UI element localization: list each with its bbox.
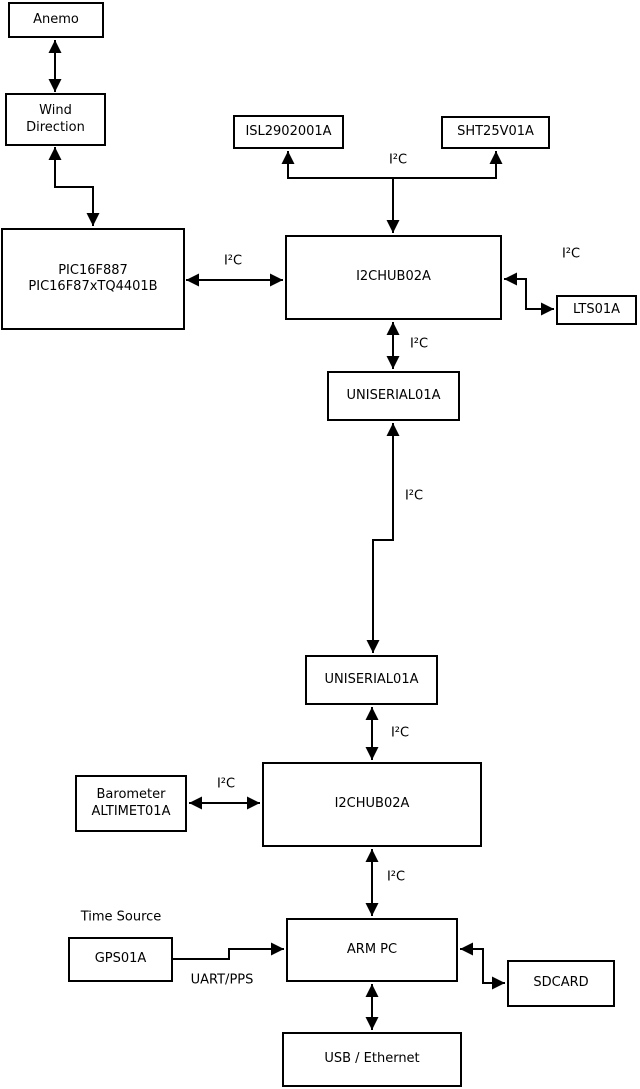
node-uniserial01a-2: UNISERIAL01A <box>305 655 438 705</box>
node-sdcard: SDCARD <box>507 960 615 1007</box>
node-i2chub02a-2: I2CHUB02A <box>262 762 482 847</box>
label-i2c-uniserial2-hub2: I²C <box>390 725 410 741</box>
label-uart-pps: UART/PPS <box>190 972 254 988</box>
node-arm-pc: ARM PC <box>286 918 458 982</box>
label-i2c-uniserial-link: I²C <box>404 488 424 504</box>
node-anemo: Anemo <box>8 2 104 38</box>
node-usb-ethernet: USB / Ethernet <box>282 1032 462 1087</box>
node-isl2902001a: ISL2902001A <box>233 115 344 149</box>
node-sht25v01a: SHT25V01A <box>441 116 550 149</box>
node-barometer-altimet01a: Barometer ALTIMET01A <box>75 775 187 832</box>
label-time-source: Time Source <box>80 909 162 925</box>
node-i2chub02a-1: I2CHUB02A <box>285 235 502 320</box>
node-pic16f887: PIC16F887 PIC16F87xTQ4401B <box>1 228 185 330</box>
label-i2c-hub1-lts: I²C <box>561 246 581 262</box>
edge-hub1-lts <box>504 272 554 316</box>
node-gps01a: GPS01A <box>68 937 173 982</box>
node-lts01a: LTS01A <box>556 295 637 325</box>
edge-armpc-sdcard <box>460 942 505 990</box>
label-i2c-barometer-hub2: I²C <box>216 776 236 792</box>
label-i2c-isl-sht: I²C <box>388 152 408 168</box>
label-i2c-hub1-uniserial1: I²C <box>409 336 429 352</box>
edge-uniserial1-uniserial2 <box>366 423 400 653</box>
node-uniserial01a-1: UNISERIAL01A <box>327 371 460 421</box>
node-wind-direction: Wind Direction <box>5 93 106 146</box>
edge-gps-armpc <box>173 942 284 960</box>
edge-wind-pic <box>48 147 100 226</box>
label-i2c-hub2-armpc: I²C <box>386 869 406 885</box>
label-i2c-pic-hub1: I²C <box>223 253 243 269</box>
